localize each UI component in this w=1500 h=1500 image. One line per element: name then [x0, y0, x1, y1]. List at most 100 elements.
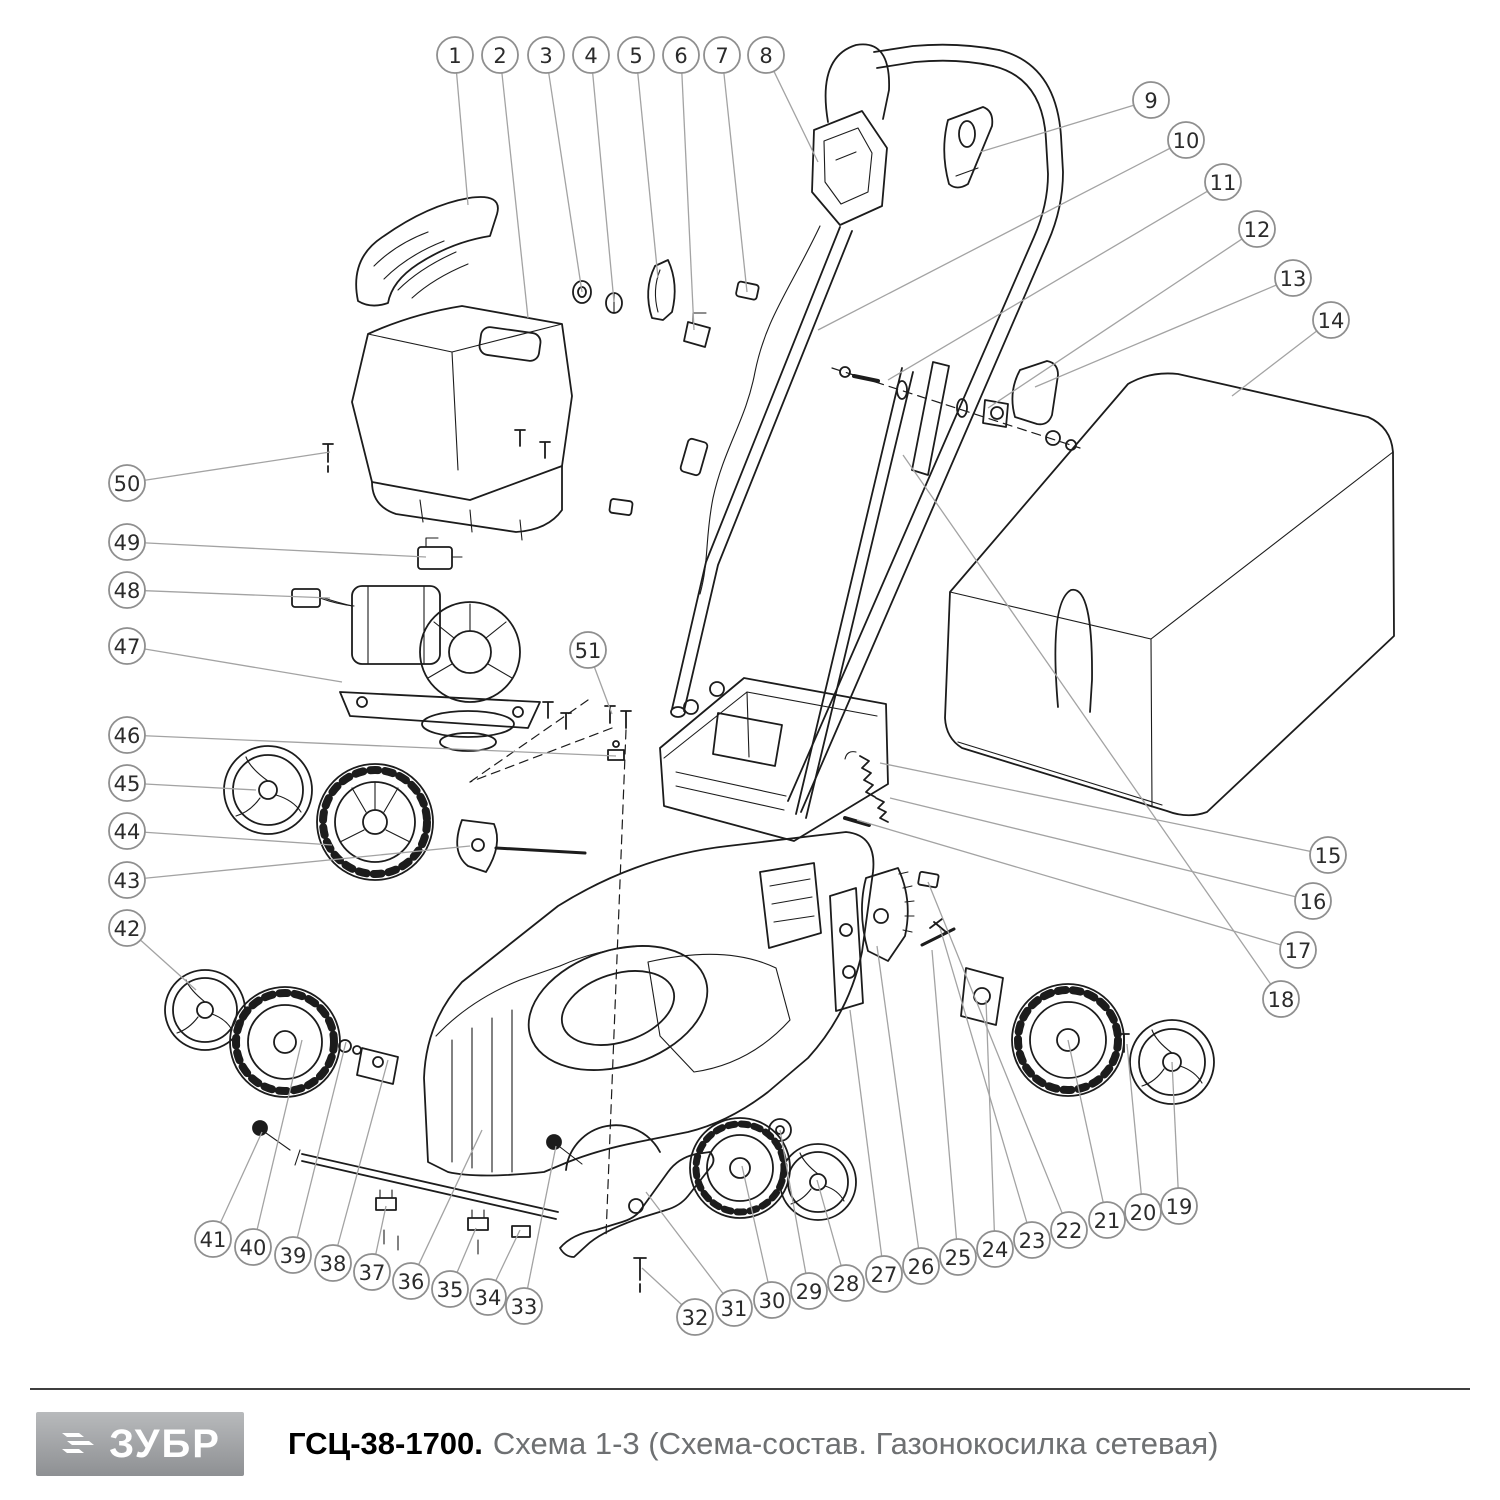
mower-deck-part: [423, 831, 875, 1177]
blade-and-axle-parts: [252, 1120, 715, 1293]
motor-hood-part: [351, 305, 573, 541]
leader-line-39: [296, 1041, 347, 1238]
leader-line-35: [456, 1227, 477, 1273]
callout-number-40: 40: [240, 1236, 267, 1260]
leader-line-48: [144, 590, 331, 599]
leader-line-5: [637, 72, 659, 279]
callout-number-6: 6: [674, 44, 687, 68]
callout-43: 43: [108, 861, 146, 899]
callout-number-34: 34: [475, 1286, 502, 1310]
leader-line-16: [889, 797, 1296, 898]
callout-23: 23: [1013, 1221, 1051, 1259]
callout-number-49: 49: [114, 531, 141, 555]
callout-circle-51: [569, 631, 607, 669]
wheel-parts-front-left: [164, 969, 399, 1098]
leader-line-23: [939, 927, 1028, 1223]
callout-number-21: 21: [1094, 1209, 1121, 1233]
grass-catcher-part: [944, 372, 1395, 817]
leader-line-11: [887, 190, 1208, 381]
callout-circle-11: [1204, 163, 1242, 201]
callout-37: 37: [353, 1253, 391, 1291]
callout-number-29: 29: [796, 1280, 823, 1304]
callout-number-51: 51: [575, 639, 602, 663]
callout-number-39: 39: [280, 1244, 307, 1268]
height-lever-bracket-part: [456, 819, 587, 873]
callout-number-31: 31: [721, 1297, 748, 1321]
leader-line-20: [1126, 1043, 1142, 1195]
callout-number-47: 47: [114, 635, 141, 659]
leader-line-9: [979, 104, 1134, 153]
callout-3: 3: [527, 36, 565, 74]
callout-circle-22: [1050, 1211, 1088, 1249]
model-number: ГСЦ-38-1700.: [288, 1426, 483, 1461]
callout-number-25: 25: [945, 1246, 972, 1270]
callout-number-30: 30: [759, 1289, 786, 1313]
callout-circle-26: [902, 1247, 940, 1285]
leader-line-29: [779, 1129, 807, 1274]
callout-46: 46: [108, 716, 146, 754]
callout-number-27: 27: [871, 1263, 898, 1287]
callout-40: 40: [234, 1228, 272, 1266]
leader-line-44: [144, 831, 333, 846]
leader-line-17: [856, 819, 1281, 946]
callout-18: 18: [1262, 980, 1300, 1018]
callout-32: 32: [676, 1298, 714, 1336]
callout-circle-10: [1167, 121, 1205, 159]
callout-14: 14: [1312, 301, 1350, 339]
callout-circle-48: [108, 571, 146, 609]
leader-line-8: [773, 70, 819, 163]
callout-35: 35: [431, 1270, 469, 1308]
schema-title: ГСЦ-38-1700.Схема 1-3 (Схема-состав. Газ…: [288, 1426, 1218, 1462]
callout-4: 4: [572, 36, 610, 74]
callout-17: 17: [1279, 931, 1317, 969]
callout-number-38: 38: [320, 1252, 347, 1276]
leader-line-21: [1067, 1039, 1104, 1203]
leader-line-45: [144, 783, 257, 791]
callout-44: 44: [108, 812, 146, 850]
exploded-view-art: [164, 43, 1395, 1293]
callout-circle-36: [392, 1262, 430, 1300]
callout-number-23: 23: [1019, 1229, 1046, 1253]
callout-8: 8: [747, 36, 785, 74]
callout-circle-43: [108, 861, 146, 899]
callout-number-9: 9: [1144, 89, 1157, 113]
callout-5: 5: [617, 36, 655, 74]
switch-assembly-part: [811, 43, 994, 226]
wheel-parts-right: [1011, 983, 1215, 1105]
callout-number-50: 50: [114, 472, 141, 496]
callout-47: 47: [108, 627, 146, 665]
footer: ЗУБР ГСЦ-38-1700.Схема 1-3 (Схема-состав…: [36, 1412, 1464, 1476]
leader-line-1: [455, 72, 469, 206]
callout-number-20: 20: [1130, 1201, 1157, 1225]
leader-lines: [139, 70, 1318, 1306]
motor-platform-part: [659, 677, 889, 842]
leader-line-15: [879, 762, 1311, 853]
callout-circle-7: [703, 36, 741, 74]
fastener-parts-top: [572, 259, 760, 348]
callout-number-3: 3: [539, 44, 552, 68]
callout-13: 13: [1274, 259, 1312, 297]
leader-line-3: [548, 72, 583, 293]
zubr-arrow-icon: [62, 1433, 95, 1453]
callout-1: 1: [436, 36, 474, 74]
leader-line-13: [1034, 284, 1277, 388]
callout-number-44: 44: [114, 820, 141, 844]
callout-number-43: 43: [114, 869, 141, 893]
callout-39: 39: [274, 1236, 312, 1274]
leader-line-7: [723, 72, 748, 293]
callout-circle-38: [314, 1244, 352, 1282]
zubr-logo-text: ЗУБР: [109, 1422, 221, 1466]
callout-11: 11: [1204, 163, 1242, 201]
callout-number-18: 18: [1268, 988, 1295, 1012]
callout-number-22: 22: [1056, 1219, 1083, 1243]
callout-51: 51: [569, 631, 607, 669]
callout-circle-49: [108, 523, 146, 561]
leader-line-19: [1171, 1061, 1179, 1189]
callout-circle-50: [108, 464, 146, 502]
callout-42: 42: [108, 909, 146, 947]
callout-circle-23: [1013, 1221, 1051, 1259]
motor-part: [291, 585, 541, 752]
leader-line-10: [817, 147, 1171, 331]
leader-line-43: [144, 845, 471, 879]
